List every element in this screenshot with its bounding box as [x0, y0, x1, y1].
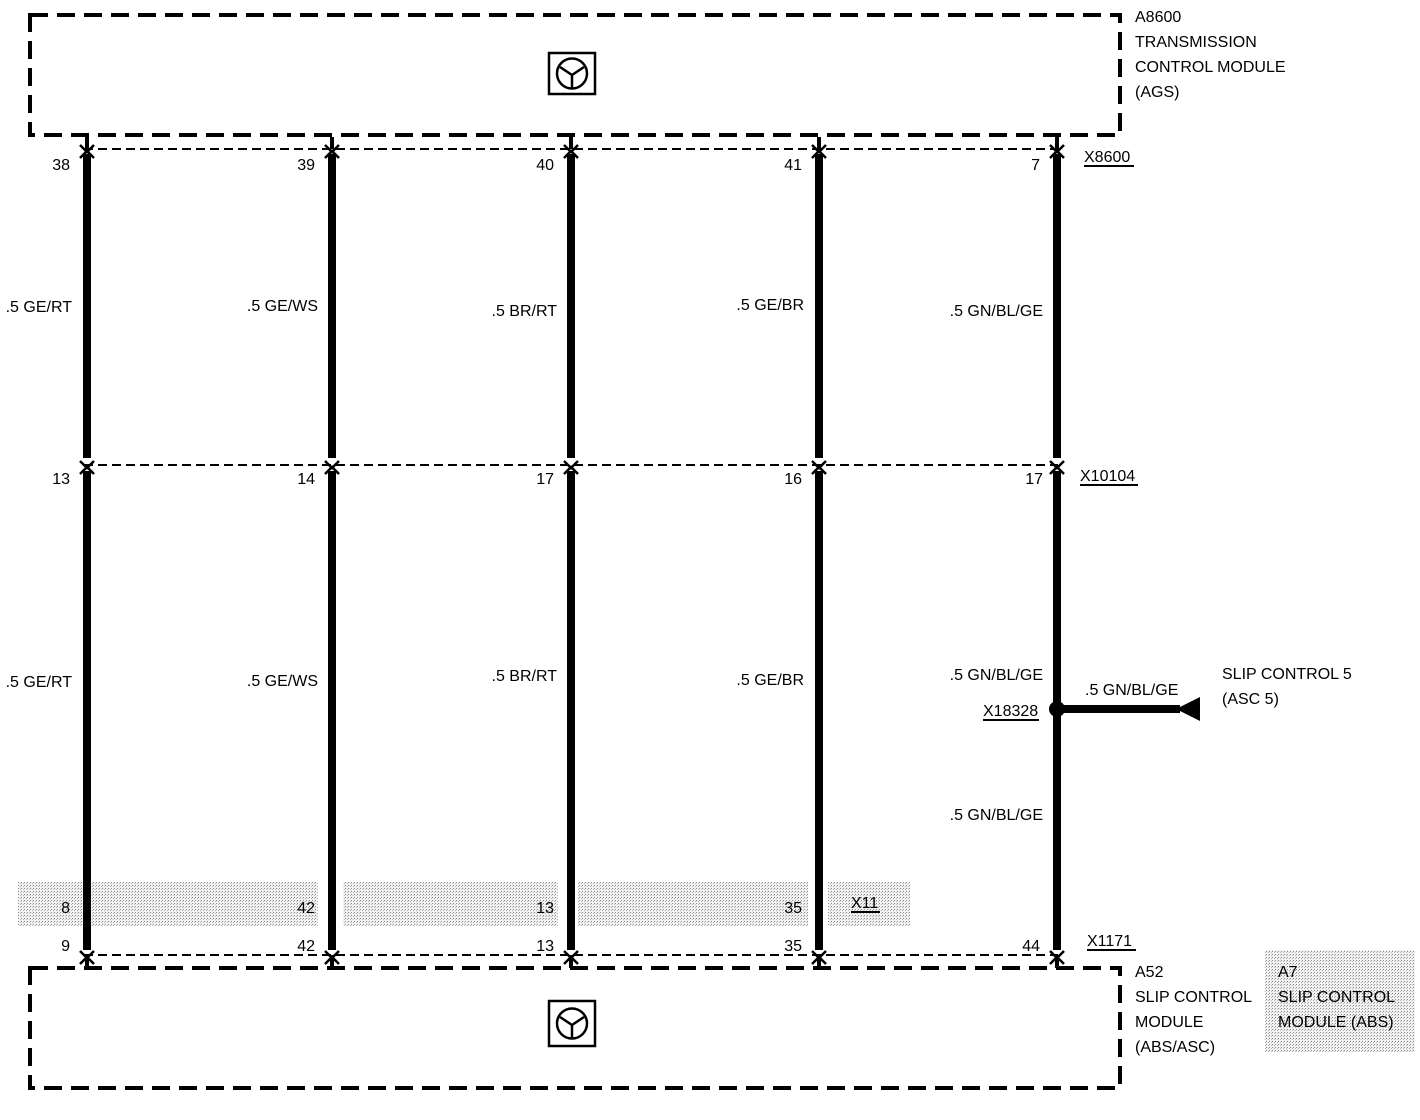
pin-mid-4: 16 [784, 471, 802, 488]
pin-bottom-3: 13 [536, 938, 554, 955]
top-module-line1: TRANSMISSION [1135, 34, 1257, 51]
wire-2-upper-color: .5 GE/WS [247, 298, 318, 315]
pin-alt-3: 13 [536, 900, 554, 917]
alt-module-line2: MODULE (ABS) [1278, 1014, 1394, 1031]
wire-5-lower-color-b: .5 GN/BL/GE [950, 807, 1043, 824]
pin-mid-1: 13 [52, 471, 70, 488]
top-module-line3: (AGS) [1135, 84, 1179, 101]
bottom-module-line1: SLIP CONTROL [1135, 989, 1252, 1006]
bottom-module-line2: MODULE [1135, 1014, 1203, 1031]
alt-module-line1: SLIP CONTROL [1278, 989, 1395, 1006]
splice-x18328-label: X18328 [983, 703, 1038, 720]
pin-top-3: 40 [536, 157, 554, 174]
wire-3-upper-color: .5 BR/RT [492, 303, 558, 320]
pin-alt-2: 42 [297, 900, 315, 917]
connector-x1171-label: X1171 [1087, 933, 1132, 950]
wire-4-lower-color: .5 GE/BR [736, 672, 804, 689]
connector-x8600-label: X8600 [1084, 149, 1130, 166]
top-module-id: A8600 [1135, 9, 1181, 26]
pin-top-4: 41 [784, 157, 802, 174]
transmission-control-module-box [28, 13, 1122, 137]
branch-wire-color: .5 GN/BL/GE [1085, 682, 1178, 699]
wire-3-lower-color: .5 BR/RT [492, 668, 558, 685]
pin-mid-5: 17 [1025, 471, 1043, 488]
pin-top-5: 7 [1031, 157, 1040, 174]
connector-x11-label: X11 [851, 895, 878, 912]
pin-bottom-4: 35 [784, 938, 802, 955]
alt-module-id: A7 [1278, 964, 1298, 981]
wire-5-lower-color-a: .5 GN/BL/GE [950, 667, 1043, 684]
alt-connector-shading [18, 882, 1415, 1052]
branch-dest-line2: (ASC 5) [1222, 691, 1279, 708]
pin-top-1: 38 [52, 157, 70, 174]
bottom-module-line3: (ABS/ASC) [1135, 1039, 1215, 1056]
pin-mid-2: 14 [297, 471, 315, 488]
wire-2-lower-color: .5 GE/WS [247, 673, 318, 690]
wires [79, 137, 1065, 968]
wire-5-upper-color: .5 GN/BL/GE [950, 303, 1043, 320]
wire-1-upper-color: .5 GE/RT [6, 299, 73, 316]
bottom-module-id: A52 [1135, 964, 1164, 981]
branch-dest-line1: SLIP CONTROL 5 [1222, 666, 1352, 683]
pin-mid-3: 17 [536, 471, 554, 488]
wire-4-upper-color: .5 GE/BR [736, 297, 804, 314]
pin-bottom-1: 9 [61, 938, 70, 955]
wire-1-lower-color: .5 GE/RT [6, 674, 73, 691]
top-module-line2: CONTROL MODULE [1135, 59, 1286, 76]
pin-alt-4: 35 [784, 900, 802, 917]
pin-top-2: 39 [297, 157, 315, 174]
slip-control-module-box [28, 966, 1122, 1090]
pin-bottom-5: 44 [1022, 938, 1040, 955]
connector-x10104-label: X10104 [1080, 468, 1135, 485]
control-module-symbol-icon [547, 999, 597, 1048]
pin-bottom-2: 42 [297, 938, 315, 955]
pin-alt-1: 8 [61, 900, 70, 917]
arrow-left-icon [1176, 697, 1200, 721]
control-module-symbol-icon [547, 51, 597, 96]
